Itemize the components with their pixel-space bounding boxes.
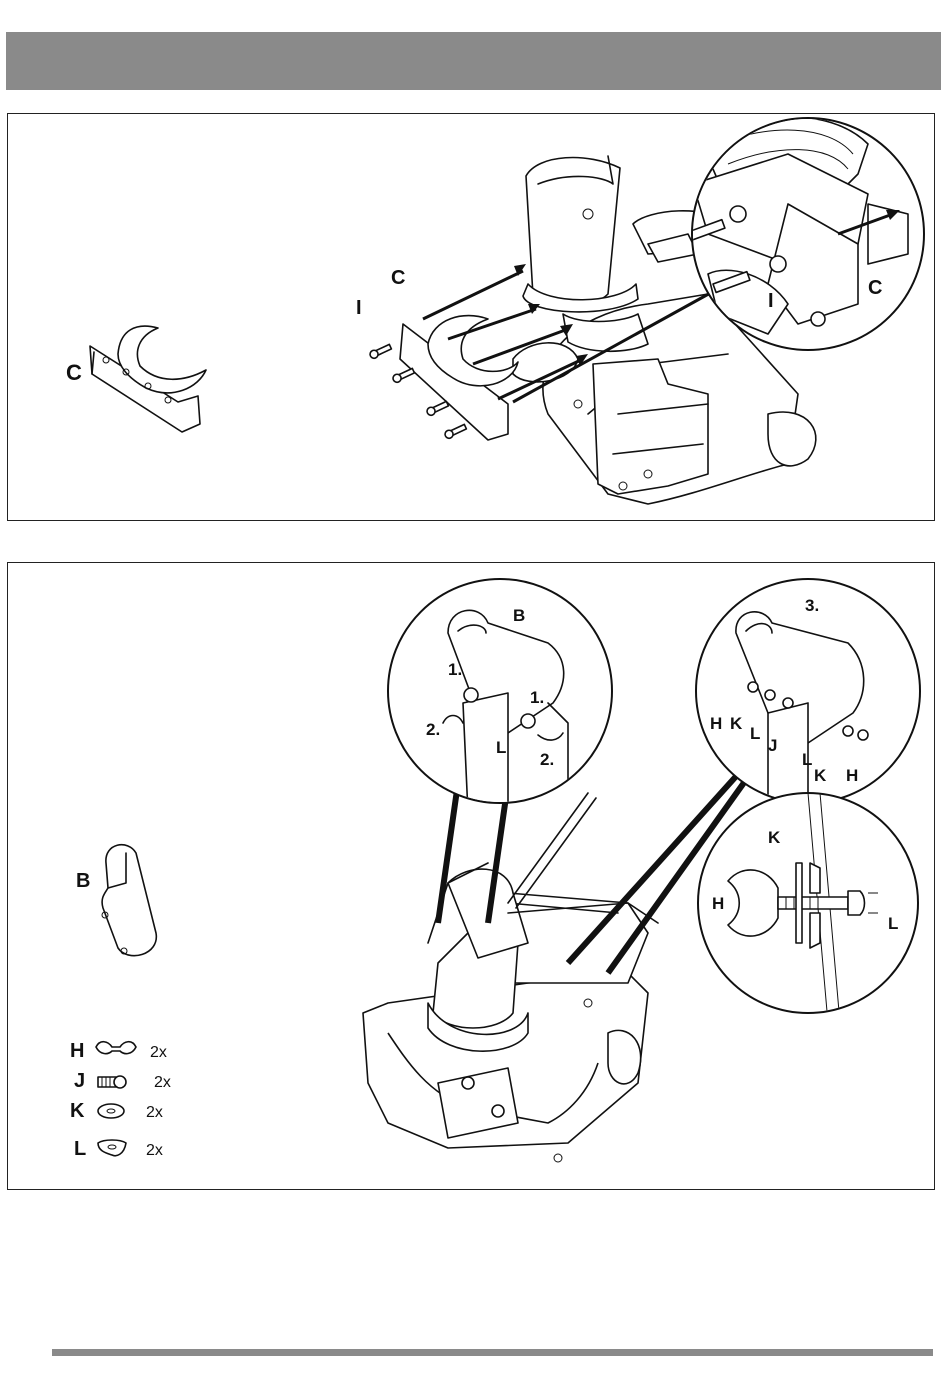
label-k1: K [730, 714, 743, 733]
snow-thrower-machine [363, 793, 658, 1162]
label-k2: K [814, 766, 827, 785]
detail-circle-1 [388, 579, 612, 813]
label-c-main: C [391, 267, 405, 289]
part-j-qty: 2x [154, 1074, 171, 1091]
part-b-illustration [102, 845, 156, 956]
chute-cup [513, 156, 648, 382]
header-bar [6, 32, 941, 90]
label-l2: L [802, 750, 812, 769]
detail-circle-3 [698, 793, 918, 1023]
part-l-qty: 2x [146, 1142, 163, 1159]
part-h-letter: H [70, 1040, 84, 1062]
label-step2a: 2. [426, 720, 440, 739]
label-k-detail3: K [768, 828, 781, 847]
part-l-letter: L [74, 1138, 86, 1160]
label-c-detail: C [868, 277, 882, 299]
part-k-letter: K [70, 1100, 85, 1122]
assembly-panel-chute-deflector: B H 2x J 2x K 2x L [7, 562, 935, 1190]
label-i-main: I [356, 297, 362, 319]
wing-nut-icon [96, 1042, 136, 1054]
chute-base-illustration: C [8, 114, 936, 522]
label-step1a: 1. [448, 660, 462, 679]
label-step3: 3. [805, 596, 819, 615]
part-c-illustration [90, 326, 206, 432]
part-c-label: C [66, 360, 82, 385]
label-l-detail3: L [888, 914, 898, 933]
label-h-detail3: H [712, 894, 724, 913]
label-b-detail: B [513, 606, 525, 625]
label-i-detail: I [768, 290, 774, 312]
label-j: J [768, 736, 777, 755]
label-h2: H [846, 766, 858, 785]
chute-deflector-illustration: B H 2x J 2x K 2x L [8, 563, 936, 1191]
footer-bar [52, 1349, 933, 1356]
label-step2b: 2. [540, 750, 554, 769]
label-h1: H [710, 714, 722, 733]
label-step1b: 1. [530, 688, 544, 707]
part-b-label: B [76, 870, 90, 892]
label-l-detail1: L [496, 738, 506, 757]
flat-washer-icon [98, 1104, 124, 1118]
part-j-letter: J [74, 1070, 85, 1092]
assembly-panel-chute-base: C [7, 113, 935, 521]
label-l1: L [750, 724, 760, 743]
part-k-qty: 2x [146, 1104, 163, 1121]
curved-washer-icon [98, 1140, 126, 1156]
part-h-qty: 2x [150, 1044, 167, 1061]
bolt-icon [98, 1076, 126, 1088]
parts-list: H 2x J 2x K 2x L 2x [70, 1040, 171, 1160]
